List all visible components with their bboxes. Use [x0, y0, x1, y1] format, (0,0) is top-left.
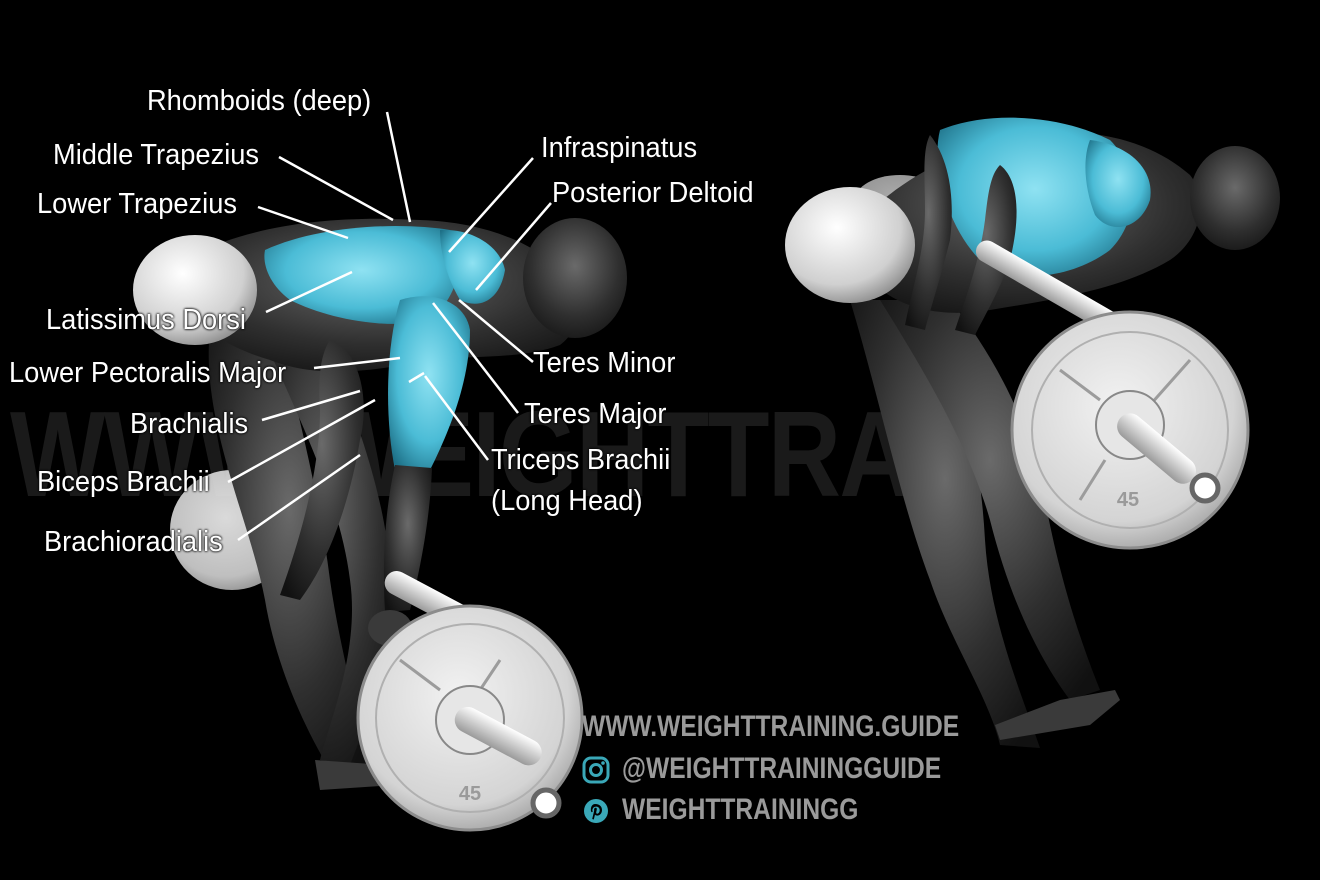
biceps-line	[227, 398, 376, 484]
right-foot	[995, 690, 1120, 740]
label-teres-minor: Teres Minor	[533, 347, 676, 379]
label-lower-pectoralis-major: Lower Pectoralis Major	[9, 357, 287, 389]
right-figure: 45	[785, 117, 1280, 748]
label-brachioradialis: Brachioradialis	[44, 526, 223, 558]
rhomboids-line	[385, 111, 412, 223]
right-far-arm	[905, 135, 952, 330]
leader-lines	[227, 111, 552, 542]
left-plate-label: 45	[459, 783, 481, 805]
left-figure: 45	[133, 218, 627, 832]
label-middle-trapezius: Middle Trapezius	[53, 139, 260, 171]
right-head	[1190, 146, 1280, 250]
left-head	[523, 218, 627, 338]
lower-trapezius-line	[257, 205, 349, 240]
left-bar-end	[530, 787, 562, 819]
label-triceps-brachii: Triceps Brachii	[491, 444, 671, 476]
teres-minor-line	[458, 299, 534, 363]
label-latissimus-dorsi: Latissimus Dorsi	[46, 304, 246, 336]
triceps-line	[424, 375, 489, 461]
lower-pectoralis-line	[313, 356, 401, 370]
right-front-leg	[880, 300, 1100, 700]
brachioradialis-line	[237, 453, 361, 542]
label-infraspinatus: Infraspinatus	[541, 132, 698, 164]
teres-major-line	[432, 302, 519, 414]
infraspinatus-line	[448, 157, 534, 253]
left-rear-delt-highlight	[440, 229, 505, 304]
right-plate-label: 45	[1117, 489, 1139, 511]
left-back-leg	[208, 330, 370, 775]
branding-instagram: @WEIGHTTRAININGGUIDE	[622, 752, 942, 785]
label-triceps-long-head: (Long Head)	[491, 485, 643, 517]
latissimus-line	[265, 270, 353, 314]
posterior-deltoid-line	[475, 202, 552, 291]
right-shoulder-highlight	[1085, 140, 1151, 227]
label-teres-major: Teres Major	[524, 398, 667, 430]
right-back-leg	[850, 300, 1040, 748]
label-biceps-brachii: Biceps Brachii	[37, 466, 210, 498]
branding-pinterest: WEIGHTTRAININGG	[622, 793, 859, 826]
middle-trapezius-line	[278, 155, 394, 222]
pinterest-icon	[584, 799, 608, 823]
left-glute	[133, 235, 257, 345]
right-bar-end	[1189, 472, 1221, 504]
branding-website: WWW.WEIGHTTRAINING.GUIDE	[582, 710, 960, 743]
label-brachialis: Brachialis	[130, 408, 249, 440]
brachialis-line	[261, 389, 361, 422]
left-far-arm	[280, 340, 364, 600]
right-glute	[785, 187, 915, 303]
label-posterior-deltoid: Posterior Deltoid	[552, 177, 754, 209]
triceps-tick	[408, 371, 425, 384]
label-rhomboids: Rhomboids (deep)	[147, 85, 372, 117]
label-lower-trapezius: Lower Trapezius	[37, 188, 238, 220]
instagram-icon	[582, 756, 610, 784]
